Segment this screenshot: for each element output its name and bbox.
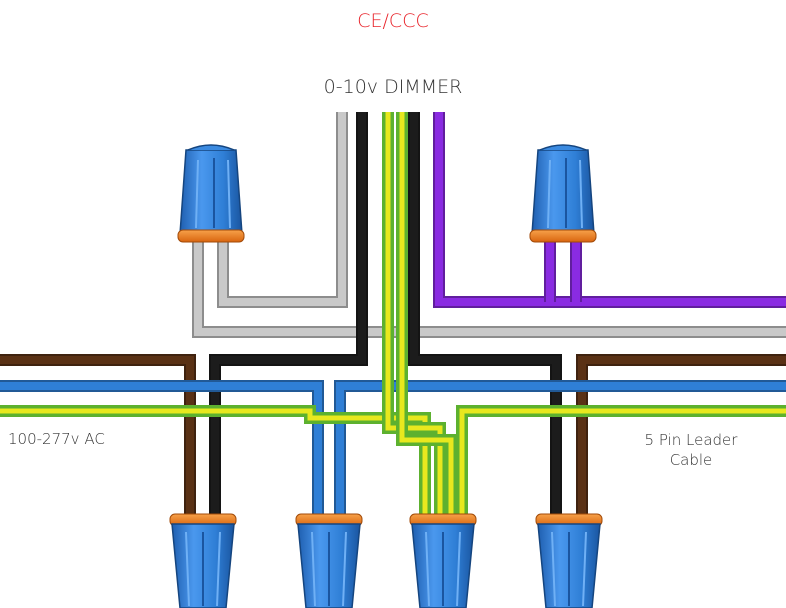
leader-cable-label: 5 Pin Leader Cable <box>616 430 766 470</box>
wire-nut-top-left-icon <box>177 144 245 243</box>
brown-wire <box>0 354 786 520</box>
wire-nut-blue-icon <box>295 513 363 608</box>
certification-label: CE/CCC <box>357 10 429 32</box>
wire-nut-ground-icon <box>409 513 477 608</box>
black-wire <box>209 112 562 520</box>
wire-nut-brown-icon <box>169 513 237 608</box>
ground-wire <box>0 112 786 520</box>
dimmer-label: 0-10v DIMMER <box>323 76 463 98</box>
wire-nut-black-icon <box>535 513 603 608</box>
ac-input-label: 100-277v AC <box>8 430 105 448</box>
blue-wire <box>0 380 786 520</box>
leader-cable-label-line2: Cable <box>669 451 713 469</box>
purple-wire <box>433 112 786 308</box>
grey-wire <box>192 112 786 338</box>
leader-cable-label-line1: 5 Pin Leader <box>644 431 738 449</box>
wire-nut-top-right-icon <box>529 144 597 243</box>
